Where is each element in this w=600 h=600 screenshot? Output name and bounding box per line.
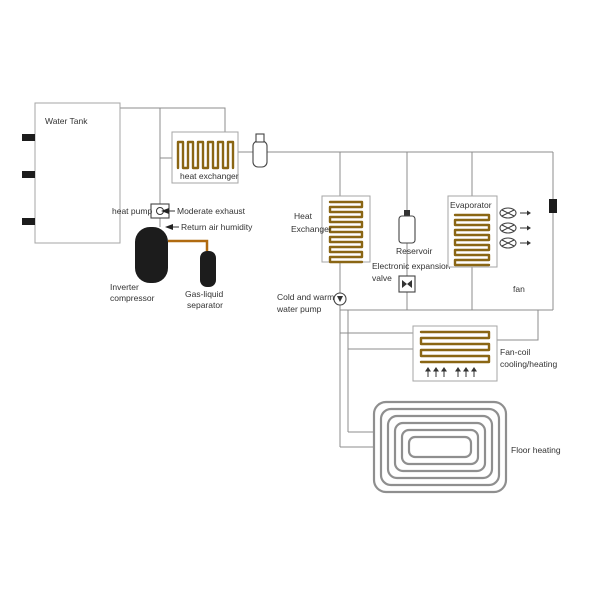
floor-heating-label: Floor heating — [511, 445, 561, 455]
tank-port-icon — [22, 171, 35, 178]
compressor-body-icon — [135, 227, 168, 283]
floor-coil-loop — [407, 435, 473, 459]
main-heat-exchanger: Heat Exchanger — [291, 195, 371, 264]
fan-coil-label-1: Fan-coil — [500, 347, 530, 357]
fan-coil-arrow-head-icon — [463, 367, 469, 372]
expansion-valve-label-1: Electronic expansion — [372, 261, 451, 271]
hot-gas-pipe — [168, 239, 209, 251]
inverter-compressor: Inverter compressor — [110, 227, 168, 303]
floor-heating: Floor heating — [372, 400, 561, 494]
expansion-valve-glyph-icon — [402, 280, 407, 288]
return-air-arrow-icon — [165, 224, 173, 230]
gas-liquid-separator-label-1: Gas-liquid — [185, 289, 224, 299]
floor-coil-loop — [386, 414, 494, 480]
reservoir-body-icon — [398, 215, 416, 244]
fan-arrow-line-icon — [520, 212, 527, 244]
fan-coil-arrow-head-icon — [455, 367, 461, 372]
floor-coil-loop — [379, 407, 501, 487]
main-heat-exchanger-coil-icon — [328, 200, 364, 264]
fan-coil-airflow-arrows-icon — [425, 367, 477, 377]
fan-coil-label-2: cooling/heating — [500, 359, 557, 369]
water-tank-label: Water Tank — [45, 116, 88, 126]
pipe-lines — [120, 107, 554, 448]
reservoir: Reservoir — [396, 210, 433, 256]
pipe-network — [120, 107, 554, 448]
heat-exchanger-coil-label: heat exchanger — [180, 171, 239, 181]
fan-coil-arrow-head-icon — [441, 367, 447, 372]
water-pump: Cold and warm water pump — [276, 292, 347, 314]
floor-coil-loop — [372, 400, 508, 494]
fan-coil-arrow-line-icon — [427, 370, 475, 377]
expansion-valve-glyph-icon — [407, 280, 412, 288]
tank-port-icon — [22, 134, 35, 141]
fan-coil-arrow-head-icon — [471, 367, 477, 372]
reservoir-label: Reservoir — [396, 246, 433, 256]
evaporator: Evaporator — [447, 195, 498, 268]
right-edge-connector-icon — [549, 199, 557, 213]
evaporator-coil-icon — [453, 213, 491, 267]
heat-pump-label: heat pump — [112, 206, 152, 216]
fan-label: fan — [513, 284, 525, 294]
four-way-valve-body-icon — [252, 140, 268, 168]
fan-blade-cross-icon — [501, 239, 515, 247]
reservoir-valve-icon — [404, 210, 410, 216]
fan-arrow-head-icon — [527, 210, 531, 216]
water-pump-label-2: water pump — [276, 304, 322, 314]
fan-arrow-head-icon — [527, 240, 531, 246]
gas-liquid-separator-label-2: separator — [187, 300, 223, 310]
heat-exchanger-coil-icon — [176, 140, 235, 170]
fan-coil-coil-icon — [419, 330, 491, 364]
fan-blades-icon — [499, 207, 517, 249]
fan-coil-unit: Fan-coil cooling/heating — [412, 325, 557, 382]
water-pump-label-1: Cold and warm — [277, 292, 334, 302]
fan-blade-cross-icon — [501, 224, 515, 232]
floor-coil-loop — [400, 428, 480, 466]
floor-heating-coil-icon — [372, 400, 508, 494]
water-pump-impeller-icon — [337, 296, 343, 302]
expansion-valve-label-2: valve — [372, 273, 392, 283]
water-tank-ports — [22, 134, 35, 225]
evaporator-label: Evaporator — [450, 200, 492, 210]
airflow-annotations: Moderate exhaust Return air humidity — [161, 206, 253, 232]
moderate-exhaust-label: Moderate exhaust — [177, 206, 246, 216]
fan-airflow-arrows-icon — [520, 210, 531, 246]
fan-coil-arrow-head-icon — [425, 367, 431, 372]
four-way-valve-cap-icon — [255, 133, 265, 143]
water-tank: Water Tank — [22, 102, 121, 244]
fan: fan — [499, 207, 531, 294]
heat-exchanger-coil-unit: heat exchanger — [171, 131, 239, 184]
fan-coil-box — [412, 325, 498, 382]
fan-blade-cross-icon — [501, 209, 515, 217]
return-air-humidity-label: Return air humidity — [181, 222, 253, 232]
water-tank-body — [34, 102, 121, 244]
tank-port-icon — [22, 218, 35, 225]
four-way-valve — [252, 133, 268, 168]
fan-arrow-head-icon — [527, 225, 531, 231]
heat-pump-unit: heat pump — [112, 203, 170, 219]
main-heat-exchanger-label-2: Exchanger — [291, 224, 332, 234]
main-heat-exchanger-label-1: Heat — [294, 211, 313, 221]
inverter-compressor-label-2: compressor — [110, 293, 155, 303]
exhaust-arrow-icon — [161, 208, 169, 214]
gas-liquid-separator: Gas-liquid separator — [185, 251, 224, 310]
electronic-expansion-valve: Electronic expansion valve — [372, 261, 451, 293]
inverter-compressor-label-1: Inverter — [110, 282, 139, 292]
fan-coil-arrow-head-icon — [433, 367, 439, 372]
floor-coil-loop — [393, 421, 487, 473]
separator-body-icon — [200, 251, 216, 287]
